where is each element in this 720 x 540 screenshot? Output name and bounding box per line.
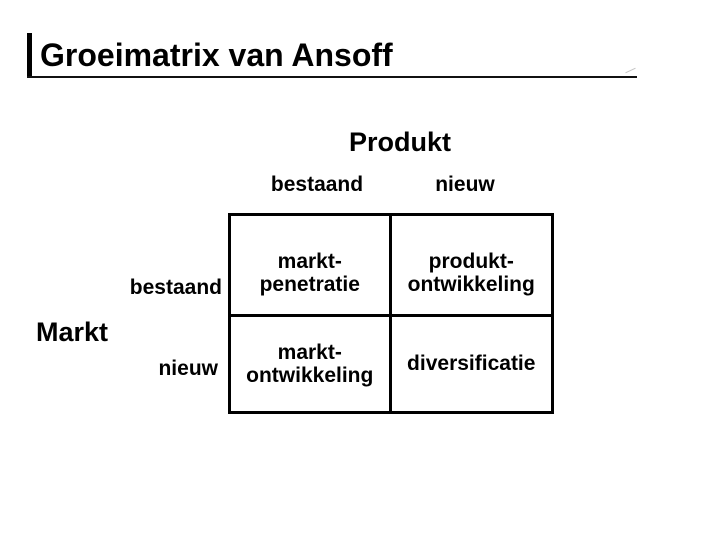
matrix-cell-diversificatie: diversificatie [391, 316, 551, 411]
matrix-cell-marktpenetratie: markt- penetratie [231, 216, 389, 314]
cell-text-line: diversificatie [407, 352, 536, 376]
underline-end-ornament [625, 67, 636, 74]
y-axis-title-markt: Markt [36, 317, 109, 347]
cell-text-line: produkt- [428, 249, 514, 273]
cell-text-line: markt- [277, 249, 342, 273]
column-header-nieuw: nieuw [435, 173, 495, 196]
matrix-cell-marktontwikkeling: markt- ontwikkeling [231, 316, 389, 411]
cell-text-line: penetratie [259, 272, 360, 296]
ansoff-matrix: markt- penetratie produkt- ontwikkeling … [228, 213, 554, 414]
row-header-nieuw: nieuw [158, 357, 218, 380]
x-axis-title-produkt: Produkt [348, 127, 451, 157]
cell-text-line: markt- [277, 340, 342, 364]
row-header-bestaand: bestaand [129, 276, 222, 299]
title-accent-bar [27, 33, 32, 78]
cell-text-line: ontwikkeling [407, 272, 535, 296]
slide-title: Groeimatrix van Ansoff [40, 37, 393, 73]
cell-text-line: ontwikkeling [246, 363, 374, 387]
matrix-cell-produktontwikkeling: produkt- ontwikkeling [391, 216, 551, 314]
column-header-bestaand: bestaand [270, 173, 364, 196]
title-underline [27, 76, 637, 78]
